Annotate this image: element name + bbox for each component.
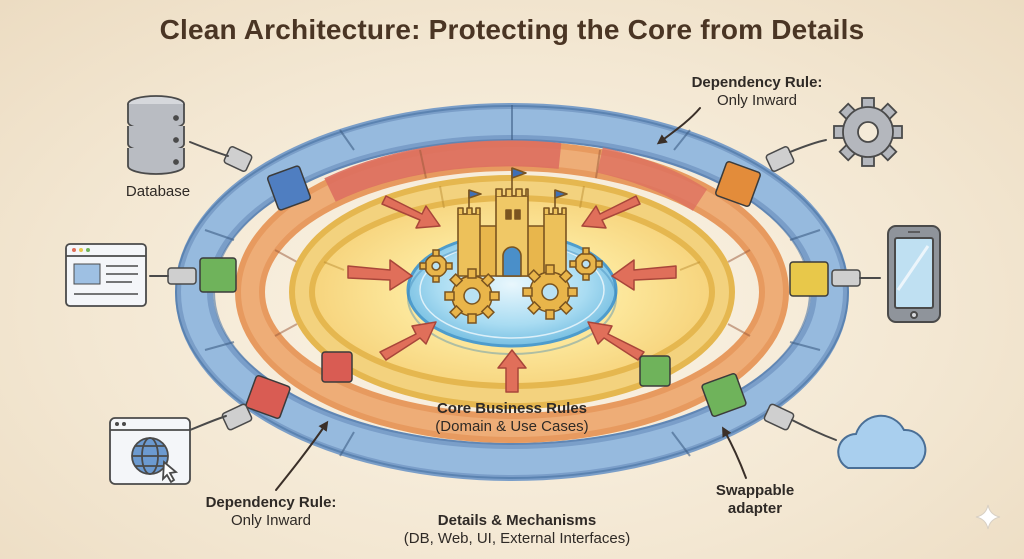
core-title: Core Business Rules [436, 400, 588, 417]
database-label: Database [125, 183, 191, 200]
swappable-line1: Swappable [715, 482, 795, 499]
adapter-block [245, 374, 291, 420]
inward-arrow [497, 349, 527, 393]
inward-arrow [587, 321, 645, 361]
swappable-line2: adapter [727, 500, 783, 517]
core-subtitle: (Domain & Use Cases) [435, 418, 589, 435]
inward-arrow [611, 259, 677, 291]
database-icon [127, 95, 185, 175]
adapter-block [701, 372, 747, 418]
swappable-adapter-label: Swappable adapter [700, 482, 810, 518]
dependency-rule-top-title: Dependency Rule: [691, 74, 823, 91]
adapter-block [715, 161, 761, 207]
gear-icon [833, 97, 903, 167]
page-title: Clean Architecture: Protecting the Core … [159, 14, 865, 45]
core-gears-icon [419, 247, 603, 324]
dependency-rule-top-label: Dependency Rule: Only Inward [682, 74, 832, 110]
browser-window-icon [65, 243, 147, 307]
adapters [199, 161, 829, 420]
dependency-rule-bottom-title: Dependency Rule: [205, 494, 337, 511]
core-business-rules-label: Core Business Rules (Domain & Use Cases) [412, 400, 612, 436]
adapter-block [789, 261, 829, 297]
plug-adapter-icon [167, 146, 861, 431]
details-title: Details & Mechanisms [437, 512, 597, 529]
sparkle-icon [975, 504, 1001, 530]
inward-arrows [347, 195, 677, 393]
callout-arrow-top [656, 107, 701, 145]
adapter-block [266, 165, 312, 211]
dependency-rule-top-subtitle: Only Inward [716, 92, 798, 109]
callout-arrow-bottom [275, 420, 329, 491]
castle-icon [457, 167, 568, 277]
dependency-rule-bottom-label: Dependency Rule: Only Inward [196, 494, 346, 530]
inward-arrow [347, 259, 413, 291]
details-mechanisms-label: Details & Mechanisms (DB, Web, UI, Exter… [372, 512, 662, 548]
adapter-block [199, 257, 237, 293]
dependency-rule-bottom-subtitle: Only Inward [230, 512, 312, 529]
inward-arrow [381, 195, 441, 229]
inward-arrow [379, 321, 437, 361]
adapter-block [321, 351, 353, 383]
callout-arrow-swappable [722, 426, 747, 479]
inward-arrow [581, 195, 641, 229]
cloud-icon [837, 414, 927, 469]
adapter-block [639, 355, 671, 387]
details-subtitle: (DB, Web, UI, External Interfaces) [403, 530, 631, 547]
smartphone-icon [887, 225, 941, 323]
middle-ring-adapters [235, 140, 789, 443]
web-globe-icon [109, 417, 191, 485]
